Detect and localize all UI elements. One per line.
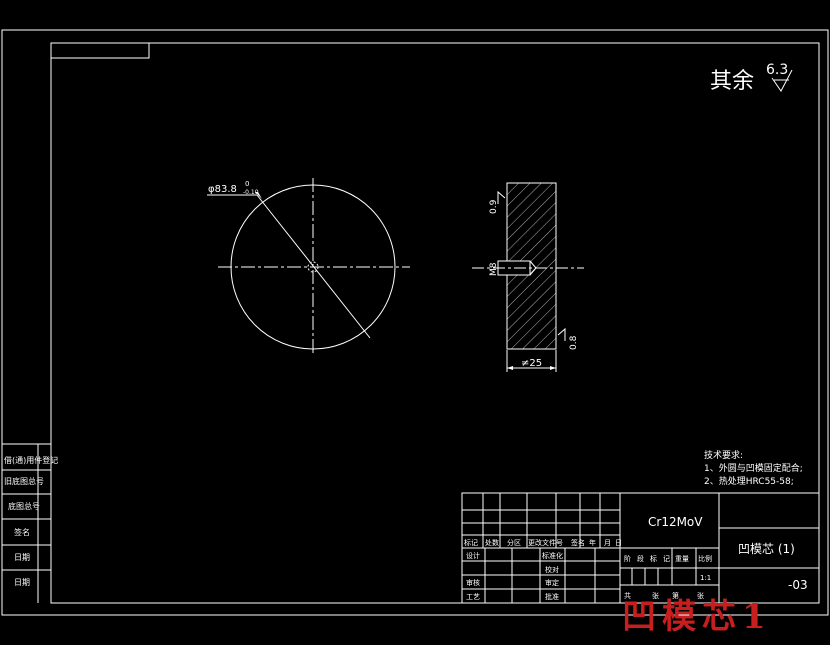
inner-border [50,42,820,604]
rev-h0: 标记 [464,538,478,547]
stage-h4: 重量 [675,555,689,563]
sign-right-1: 校对 [545,565,559,574]
tolerance-lower: -0.10 [243,189,259,196]
strip-item-5: 日期 [14,553,30,562]
sign-right-2: 审定 [545,578,559,587]
tech-item-2: 2、热处理HRC55-58; [704,475,794,487]
rev-h6: 月 [604,539,611,547]
roughness-top-value: 0.9 [489,199,499,214]
strip-item-3: 底图总号 [8,501,40,511]
sheet-2: 第 [672,591,679,600]
scale-value: 1:1 [700,574,711,582]
sheet-1: 张 [652,591,659,600]
stage-h0: 阶 [624,554,631,563]
stage-h5: 比例 [698,554,712,563]
sheet-3: 张 [697,591,704,600]
title-block [461,492,820,604]
rev-h4: 签名 [571,538,585,547]
sign-right-3: 批准 [545,592,559,601]
roughness-bottom-symbol: 0.8 [557,327,579,350]
sign-right-0: 标准化 [542,551,563,560]
surface-finish-symbol: 其余 6.3 [710,62,793,94]
diameter-leader [256,194,371,339]
tech-requirements: 技术要求: 1、外圆与凹模固定配合; 2、热处理HRC55-58; [704,449,803,487]
diameter-label: φ83.8 [208,184,237,195]
sign-role-0: 设计 [466,551,480,560]
drawing-number: -03 [788,578,808,592]
stage-h2: 标 [650,554,657,563]
strip-item-1: 借(通)用件登记 [4,455,58,465]
tech-item-1: 1、外圆与凹模固定配合; [704,462,803,474]
sign-role-2: 审核 [466,578,480,587]
circle-view: φ83.8 0 -0.10 [207,178,410,356]
thickness-label: ≠25 [521,358,542,369]
hole-label-group: M8 [489,262,499,276]
rev-h2: 分区 [507,538,521,547]
title-block-text: Cr12MoV 凹模芯 (1) -03 标记 处数 分区 更改文件号 签名 年 … [464,515,808,601]
material-label: Cr12MoV [648,515,703,529]
watermark-text: 凹模芯1 [622,597,772,637]
stage-h1: 段 [637,554,644,563]
surface-finish-value: 6.3 [766,62,788,78]
sign-role-3: 工艺 [466,593,480,601]
side-view: 0.9 M8 0.8 ≠25 [472,182,584,372]
hole-label: M8 [489,262,499,276]
stage-h3: 记 [663,555,670,563]
strip-item-6: 日期 [14,578,30,587]
rev-h7: 日 [615,539,622,547]
center-hole [307,261,319,273]
tolerance-upper: 0 [245,180,249,188]
roughness-top-symbol: 0.9 [489,190,506,214]
rev-h3: 更改文件号 [528,538,563,547]
top-left-box [50,42,150,59]
left-strip: 借(通)用件登记 旧底图总号 底图总号 签名 日期 日期 [2,443,58,603]
roughness-bottom-value: 0.8 [569,335,579,350]
part-name: 凹模芯 (1) [738,542,795,556]
outer-border [1,29,829,616]
sheet-0: 共 [624,591,631,600]
surface-finish-label: 其余 [710,69,754,94]
strip-item-2: 旧底图总号 [4,476,44,486]
strip-item-4: 签名 [14,527,30,537]
tech-title: 技术要求: [704,449,743,461]
rev-h1: 处数 [485,538,499,547]
rev-h5: 年 [589,538,596,547]
